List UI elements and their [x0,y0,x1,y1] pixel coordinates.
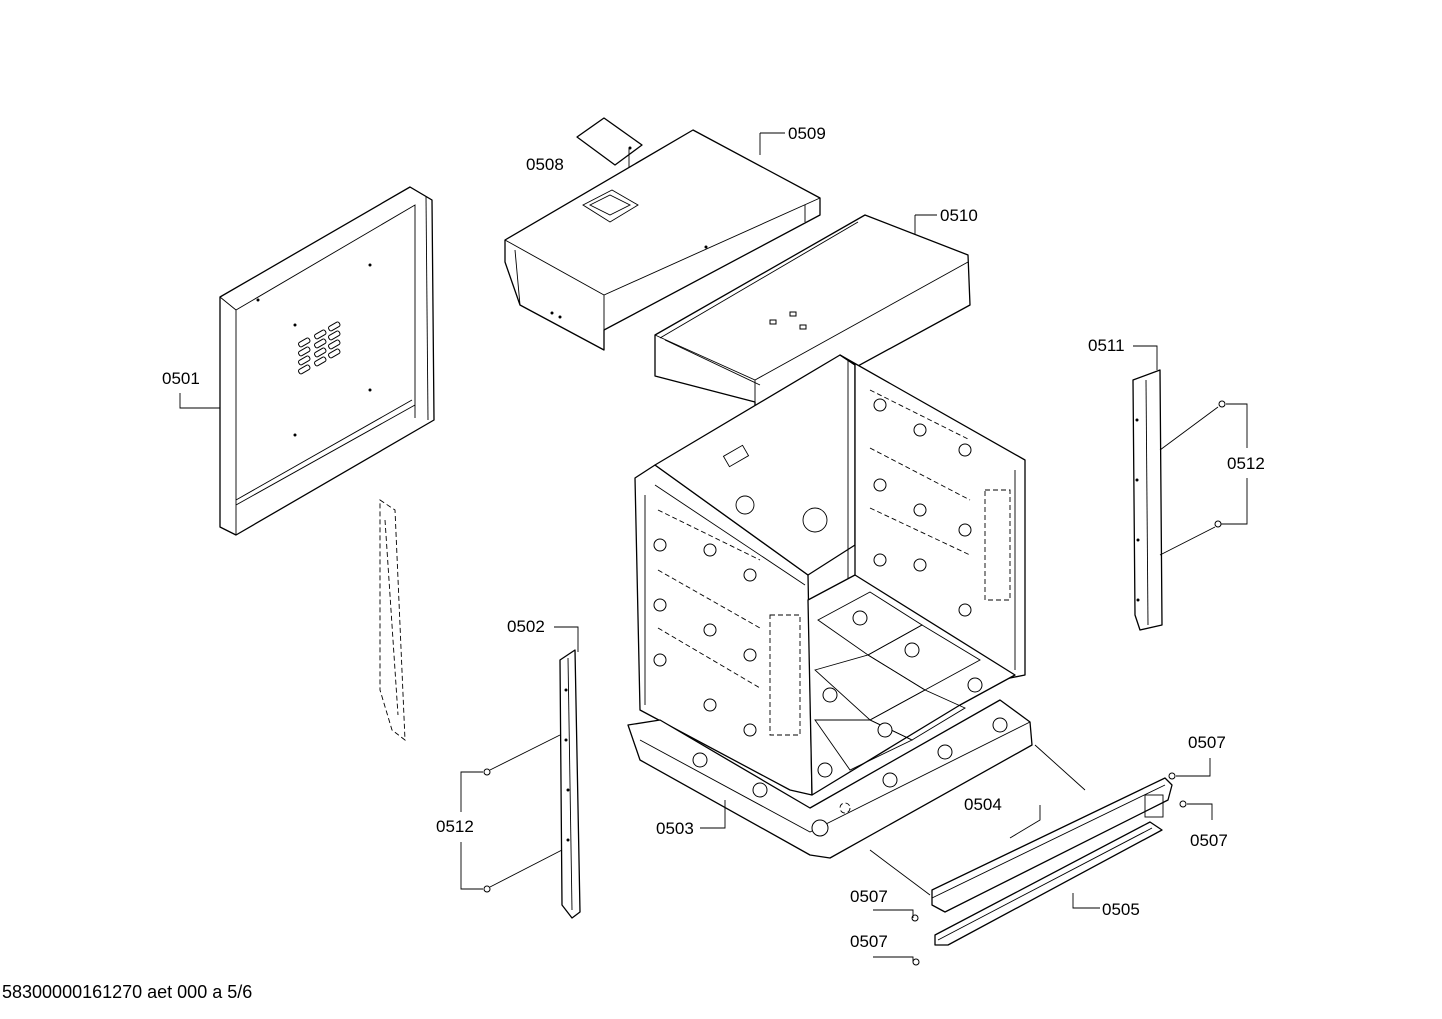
screw-0512-left-top [483,768,491,776]
screw-0512-right-bottom [1214,520,1222,528]
callout-0510: 0510 [940,206,978,225]
callout-0505: 0505 [1102,900,1140,919]
part-0509-top-duct [504,129,821,351]
oven-cavity [634,354,1026,796]
part-0501-panel [219,186,435,536]
callout-0507-right: 0507 [1190,831,1228,850]
screw-0512-left-bottom [483,885,491,893]
part-0505-base-rail [934,821,1163,946]
callout-0503: 0503 [656,819,694,838]
callout-0512-left: 0512 [436,817,474,836]
part-0504-base-rail [931,777,1173,913]
callout-0507-top-right: 0507 [1188,733,1226,752]
screw-0507-right [1179,800,1187,808]
part-0510-front-top-panel [654,214,971,423]
screw-0507-bottom-a [911,914,919,922]
callout-0511: 0511 [1088,336,1125,355]
callout-0502: 0502 [507,617,545,636]
screws [483,400,1226,966]
assembly-lines [489,406,1219,896]
callout-0501: 0501 [162,369,200,388]
part-0503-base-tray [627,699,1033,859]
part-0511-right-strip [1132,369,1163,631]
document-reference: 58300000161270 aet 000 a 5/6 [2,982,252,1002]
callout-0507-bottom-a: 0507 [850,887,888,906]
screw-0512-right-top [1218,400,1226,408]
callout-0509: 0509 [788,124,826,143]
screw-0507-top-right [1168,772,1176,780]
part-0502-left-strip [559,649,581,919]
callout-0507-bottom-b: 0507 [850,932,888,951]
callout-0512-right: 0512 [1227,454,1265,473]
vent-slots [298,321,341,375]
callout-0504: 0504 [964,795,1002,814]
callout-0508: 0508 [526,155,564,174]
leader-lines [179,132,1248,962]
screw-0507-bottom-b [912,958,920,966]
callout-labels: 0501 0502 0503 0504 0505 0507 0507 0507 … [162,124,1265,951]
left-side-strip [379,499,406,741]
